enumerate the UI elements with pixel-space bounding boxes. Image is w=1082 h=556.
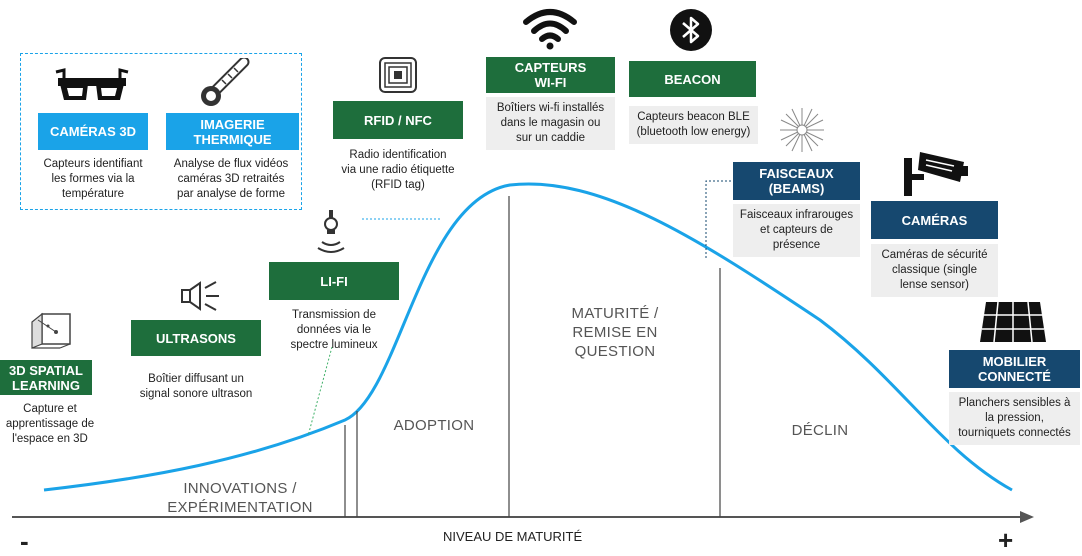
phase-maturite: MATURITÉ / REMISE EN QUESTION [571, 305, 659, 360]
label-ultrasons: ULTRASONS [131, 320, 261, 356]
phase-innovations: INNOVATIONS / EXPÉRIMENTATION [167, 480, 313, 516]
axis-label: NIVEAU DE MATURITÉ [443, 529, 583, 544]
lifi-bulb-icon [317, 210, 345, 253]
maturity-axis-arrowhead [1020, 511, 1034, 523]
bluetooth-icon [670, 9, 712, 51]
label-cameras: CAMÉRAS [871, 201, 998, 239]
3d-cube-icon [31, 312, 71, 349]
rfid-chip-icon [379, 57, 417, 93]
faisceaux-connector [705, 180, 733, 258]
label-3d-spatial-learning: 3D SPATIAL LEARNING [0, 360, 92, 395]
desc-capteurs-wifi: Boîtiers wi-fi installés dans le magasin… [486, 97, 615, 150]
3d-glasses-icon [55, 68, 129, 100]
label-capteurs-wifi: CAPTEURS WI-FI [486, 57, 615, 93]
desc-ultrasons: Boîtier diffusant un signal sonore ultra… [139, 373, 253, 400]
label-beacon: BEACON [629, 61, 756, 97]
desc-cameras: Caméras de sécurité classique (single le… [871, 244, 998, 297]
label-cameras-3d: CAMÉRAS 3D [38, 113, 148, 150]
thermometer-icon [201, 58, 250, 106]
axis-plus-sign: + [998, 525, 1014, 555]
connected-floor-icon [980, 301, 1046, 343]
axis-minus-sign: - [20, 526, 29, 556]
security-camera-icon [904, 152, 968, 196]
desc-3d-spatial-learning: Capture et apprentissage de l'espace en … [5, 403, 95, 445]
beam-sparkle-icon [780, 108, 824, 152]
desc-mobilier-connecte: Planchers sensibles à la pression, tourn… [949, 392, 1080, 445]
label-imagerie-thermique: IMAGERIE THERMIQUE [166, 113, 299, 150]
lifi-connector [307, 346, 333, 437]
label-faisceaux-beams: FAISCEAUX (BEAMS) [733, 162, 860, 200]
desc-faisceaux-beams: Faisceaux infrarouges et capteurs de pré… [733, 204, 860, 257]
desc-lifi: Transmission de données via le spectre l… [290, 309, 378, 351]
label-rfid-nfc: RFID / NFC [333, 101, 463, 139]
speaker-ultrasound-icon [181, 281, 219, 311]
desc-imagerie-thermique: Analyse de flux vidéos caméras 3D retrai… [173, 158, 289, 200]
phase-declin: DÉCLIN [791, 422, 849, 439]
desc-beacon: Capteurs beacon BLE (bluetooth low energ… [629, 106, 758, 144]
label-lifi: LI-FI [269, 262, 399, 300]
label-mobilier-connecte: MOBILIER CONNECTÉ [949, 350, 1080, 388]
desc-cameras-3d: Capteurs identifiant les formes via la t… [43, 158, 143, 200]
wifi-icon [523, 9, 577, 50]
cameras-3d-group-box [20, 53, 302, 210]
phase-adoption: ADOPTION [393, 417, 475, 434]
hype-curve [43, 182, 1013, 492]
desc-rfid-nfc: Radio identification via une radio étiqu… [341, 149, 455, 191]
